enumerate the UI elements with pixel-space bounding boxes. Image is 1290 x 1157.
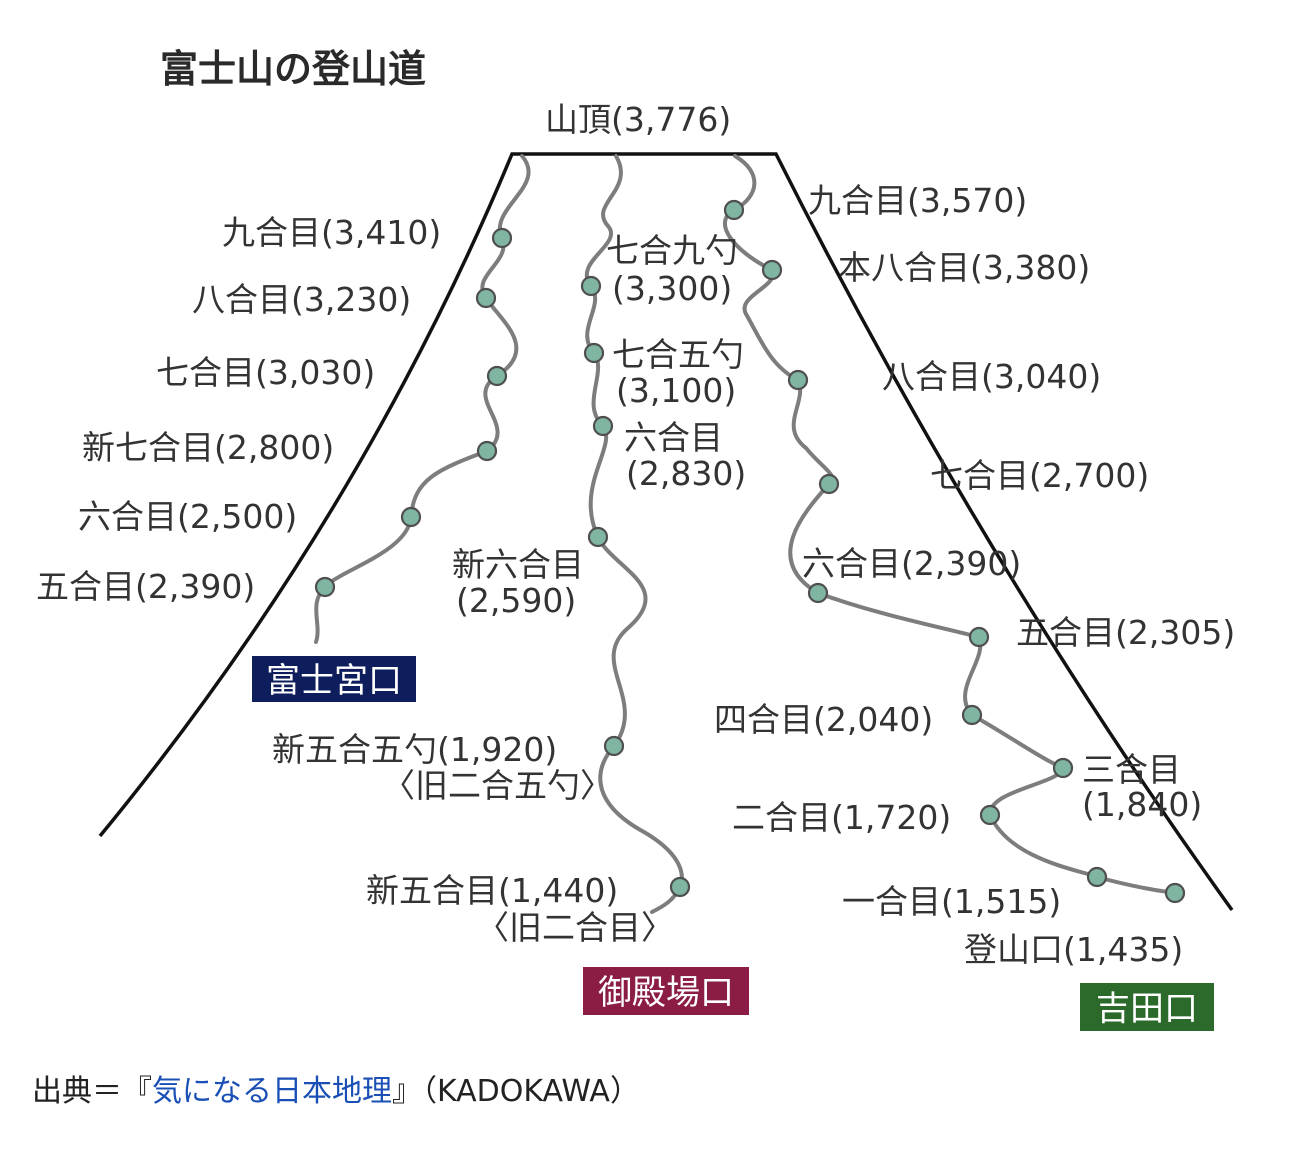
yoshida-station-dot [961, 704, 983, 726]
gotemba-station-dot [592, 415, 614, 437]
gotemba-station-label: (2,830) [626, 454, 746, 493]
fujinomiya-station-label: 六合目(2,500) [78, 497, 297, 536]
yoshida-station-dot [968, 626, 990, 648]
gotemba-station-dot [583, 342, 605, 364]
mountain-outline [98, 152, 1234, 912]
gotemba-badge-label: 御殿場口 [598, 973, 734, 1013]
fujinomiya-station-dot [475, 287, 497, 309]
yoshida-station-label: (1,840) [1082, 785, 1202, 824]
yoshida-badge-bg [1080, 983, 1214, 1031]
fujinomiya-badge-bg [252, 656, 416, 702]
yoshida-station-dot [807, 582, 829, 604]
fujinomiya-station-label: 八合目(3,230) [192, 280, 411, 319]
yoshida-station-dot [723, 199, 745, 221]
gotemba-station-label: 六合目 [624, 418, 723, 457]
gotemba-station-dot [603, 735, 625, 757]
gotemba-station-label: 七合五勺 [612, 335, 744, 374]
gotemba-station-label: 七合九勺 [606, 231, 738, 270]
yoshida-trailhead-badge: 吉田口 [1080, 983, 1214, 1031]
yoshida-station-label: 一合目(1,515) [842, 882, 1061, 921]
yoshida-station-dot [1052, 757, 1074, 779]
yoshida-station-label: 四合目(2,040) [714, 700, 933, 739]
yoshida-station-label: 九合目(3,570) [808, 181, 1027, 220]
diagram-title: 富士山の登山道 [160, 47, 426, 91]
source-prefix: 出典＝『 [32, 1074, 152, 1109]
yoshida-station-label: 六合目(2,390) [802, 544, 1021, 583]
yoshida-station-labels: 九合目(3,570) 本八合目(3,380) 八合目(3,040) 七合目(2,… [714, 181, 1235, 969]
yoshida-station-dot [1164, 882, 1186, 904]
yoshida-station-label: 登山口(1,435) [964, 930, 1183, 969]
gotemba-station-labels: 七合九勺 (3,300) 七合五勺 (3,100) 六合目 (2,830) 新六… [272, 231, 746, 947]
station-dots [314, 199, 1186, 904]
fujinomiya-station-dot [314, 576, 336, 598]
fujinomiya-station-label: 五合目(2,390) [36, 567, 255, 606]
yoshida-station-dot [761, 259, 783, 281]
gotemba-station-label: (3,100) [616, 371, 736, 410]
gotemba-station-label: 新五合目(1,440) [366, 871, 618, 910]
gotemba-station-dot [587, 526, 609, 548]
fujinomiya-station-label: 九合目(3,410) [222, 213, 441, 252]
yoshida-badge-label: 吉田口 [1096, 989, 1198, 1029]
gotemba-badge-bg [583, 967, 749, 1015]
yoshida-station-label: 七合目(2,700) [930, 456, 1149, 495]
gotemba-trailhead-badge: 御殿場口 [583, 967, 749, 1015]
yoshida-station-dot [787, 369, 809, 391]
source-suffix: 』（KADOKAWA） [392, 1074, 640, 1109]
yoshida-station-label: 三合目 [1082, 750, 1181, 789]
gotemba-station-label: (2,590) [456, 581, 576, 620]
yoshida-station-label: 五合目(2,305) [1016, 613, 1235, 652]
gotemba-station-label: 新五合五勺(1,920) [272, 730, 557, 769]
fujinomiya-badge-label: 富士宮口 [266, 661, 402, 701]
yoshida-station-dot [979, 804, 1001, 826]
gotemba-station-label: (3,300) [612, 269, 732, 308]
gotemba-station-dot [580, 275, 602, 297]
yoshida-station-label: 本八合目(3,380) [838, 248, 1090, 287]
fujinomiya-station-dot [491, 227, 513, 249]
fujinomiya-station-dot [476, 440, 498, 462]
gotemba-station-label: 〈旧二合五勺〉 [382, 766, 613, 805]
fujinomiya-station-label: 新七合目(2,800) [82, 428, 334, 467]
gotemba-station-label: 〈旧二合目〉 [476, 908, 674, 947]
yoshida-station-label: 八合目(3,040) [882, 357, 1101, 396]
yoshida-station-label: 二合目(1,720) [732, 798, 951, 837]
source-credit: 出典＝『気になる日本地理』（KADOKAWA） [32, 1066, 640, 1110]
fujinomiya-station-label: 七合目(3,030) [156, 353, 375, 392]
fujinomiya-station-labels: 九合目(3,410) 八合目(3,230) 七合目(3,030) 新七合目(2,… [36, 213, 441, 606]
gotemba-station-label: 新六合目 [452, 545, 584, 584]
source-book-link[interactable]: 気になる日本地理 [152, 1074, 392, 1109]
summit-label: 山頂(3,776) [545, 100, 731, 139]
fujinomiya-station-dot [400, 506, 422, 528]
yoshida-station-dot [818, 473, 840, 495]
fujinomiya-trailhead-badge: 富士宮口 [252, 656, 416, 702]
fujinomiya-station-dot [486, 365, 508, 387]
yoshida-station-dot [1086, 866, 1108, 888]
gotemba-station-dot [669, 876, 691, 898]
